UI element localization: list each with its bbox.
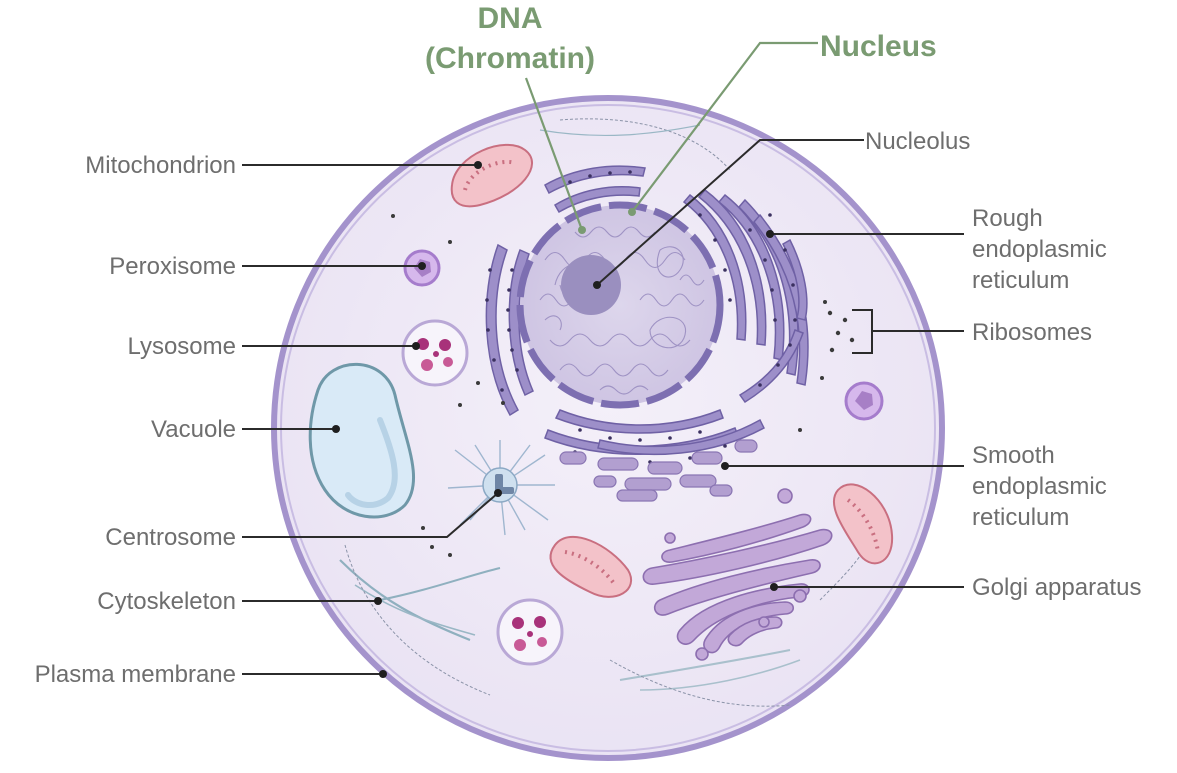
smooth-endoplasmic-reticulum (559, 439, 758, 502)
label-golgi: Golgi apparatus (972, 574, 1141, 601)
label-peroxisome: Peroxisome (109, 253, 236, 280)
label-plasma-membrane: Plasma membrane (35, 661, 236, 688)
label-centrosome: Centrosome (105, 524, 236, 551)
label-nucleolus: Nucleolus (865, 128, 970, 155)
label-lysosome: Lysosome (128, 333, 237, 360)
leader-lines (242, 41, 964, 678)
label-ribosomes: Ribosomes (972, 319, 1092, 346)
mitochondrion-top (450, 144, 533, 208)
free-ribosomes (391, 214, 855, 557)
mitochondrion-left (549, 535, 632, 598)
label-cytoskeleton: Cytoskeleton (97, 588, 236, 615)
label-dna-line1: DNA (478, 2, 543, 35)
lysosome-top (401, 319, 469, 387)
label-rough-er-line2: endoplasmic (972, 236, 1107, 263)
lysosome-bottom (496, 598, 564, 666)
label-rough-er-line3: reticulum (972, 267, 1069, 294)
mitochondrion-right (832, 483, 894, 565)
rough-endoplasmic-reticulum (485, 165, 809, 456)
centrosome-shape (447, 440, 555, 536)
nucleolus-shape (561, 255, 621, 315)
label-nucleus: Nucleus (820, 30, 937, 63)
mitochondria (450, 144, 894, 598)
nucleus (516, 201, 724, 409)
label-smooth-er-line3: reticulum (972, 504, 1069, 531)
golgi-apparatus-shape (642, 488, 833, 661)
label-smooth-er-line1: Smooth (972, 442, 1055, 469)
ribosomes-bracket (852, 309, 873, 354)
lysosomes (401, 319, 564, 666)
vacuole-shape (308, 362, 416, 519)
label-dna-line2: (Chromatin) (425, 42, 595, 75)
labels: DNA (Chromatin) Nucleus Nucleolus Rough … (35, 2, 1142, 688)
label-mitochondrion: Mitochondrion (85, 152, 236, 179)
label-smooth-er-line2: endoplasmic (972, 473, 1107, 500)
label-vacuole: Vacuole (151, 416, 236, 443)
chromatin (539, 226, 705, 395)
label-rough-er-line1: Rough (972, 205, 1043, 232)
rough-er-ribosome-dots (485, 170, 797, 464)
leader-centrosome (242, 492, 499, 538)
leader-nucleolus (596, 139, 864, 286)
leader-dna (524, 77, 584, 231)
leader-nucleus (631, 41, 818, 213)
